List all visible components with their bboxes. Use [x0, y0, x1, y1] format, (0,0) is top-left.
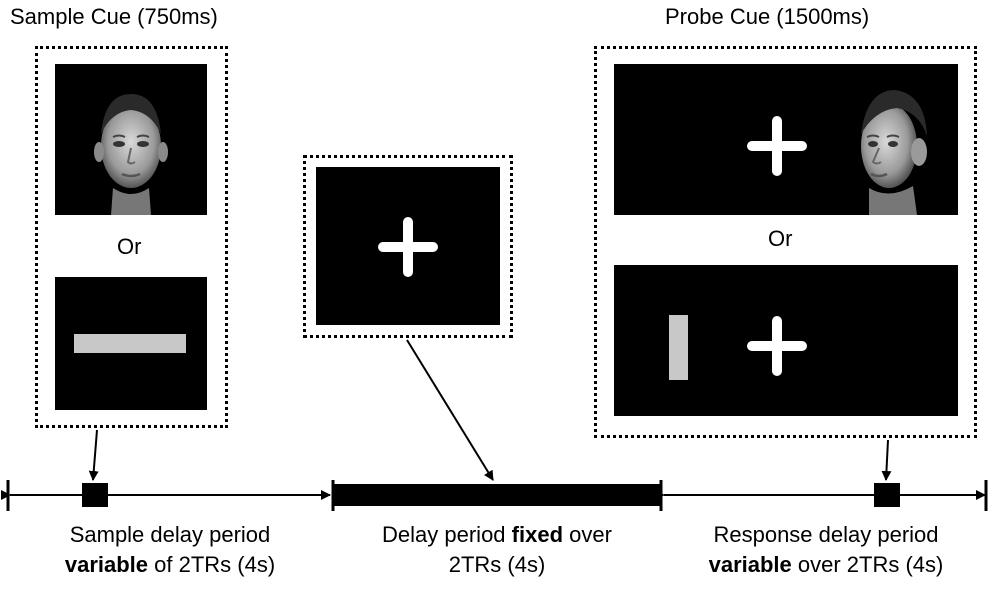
delay-caption: Delay period fixed over 2TRs (4s)	[340, 520, 654, 580]
delay-frame	[303, 155, 513, 338]
delay-caption-line1: Delay period fixed over	[340, 520, 654, 550]
probe-cue-frame	[594, 46, 977, 438]
sample-caption-bold: variable	[64, 552, 149, 577]
sample-cue-title: Sample Cue (750ms)	[10, 4, 218, 29]
face-icon	[94, 94, 168, 215]
delay-caption-bold: fixed	[511, 522, 564, 547]
probe-event-marker	[874, 483, 900, 507]
sample-caption-line2: variable of 2TRs (4s)	[20, 550, 320, 580]
response-caption-rest: over 2TRs (4s)	[791, 552, 944, 577]
response-caption-line2: variable over 2TRs (4s)	[668, 550, 984, 580]
sample-cue-frame	[35, 46, 228, 428]
probe-bar-cross-v	[772, 316, 782, 376]
delay-caption-line2: 2TRs (4s)	[448, 552, 546, 577]
sample-bar-stimulus	[55, 277, 207, 410]
probe-or-label: Or	[768, 226, 793, 251]
fixed-delay-bar	[333, 484, 661, 506]
sample-event-marker	[82, 483, 108, 507]
face-profile-icon	[861, 90, 927, 215]
probe-cross-v	[772, 116, 782, 176]
probe-bar-screen	[614, 265, 958, 416]
vertical-bar	[669, 315, 688, 380]
sample-delay-caption: Sample delay period variable of 2TRs (4s…	[20, 520, 320, 580]
delay-connector-arrow	[406, 339, 494, 481]
sample-connector-arrow	[88, 429, 99, 481]
probe-cue-title: Probe Cue (1500ms)	[665, 4, 870, 29]
delay-caption-pre: Delay period	[382, 522, 512, 547]
delay-fixation-screen	[316, 167, 500, 325]
response-delay-caption: Response delay period variable over 2TRs…	[668, 520, 984, 580]
probe-connector-arrow	[881, 439, 892, 481]
fixation-cross-v	[403, 217, 413, 277]
sample-or-label: Or	[117, 234, 142, 259]
response-caption-bold: variable	[708, 552, 792, 577]
response-caption-line1: Response delay period	[713, 522, 939, 547]
sample-face-stimulus	[55, 64, 207, 215]
delay-caption-post: over	[563, 522, 612, 547]
sample-caption-line1: Sample delay period	[69, 522, 271, 547]
horizontal-bar	[74, 334, 186, 353]
sample-caption-rest: of 2TRs (4s)	[148, 552, 276, 577]
probe-face-screen	[614, 64, 958, 215]
